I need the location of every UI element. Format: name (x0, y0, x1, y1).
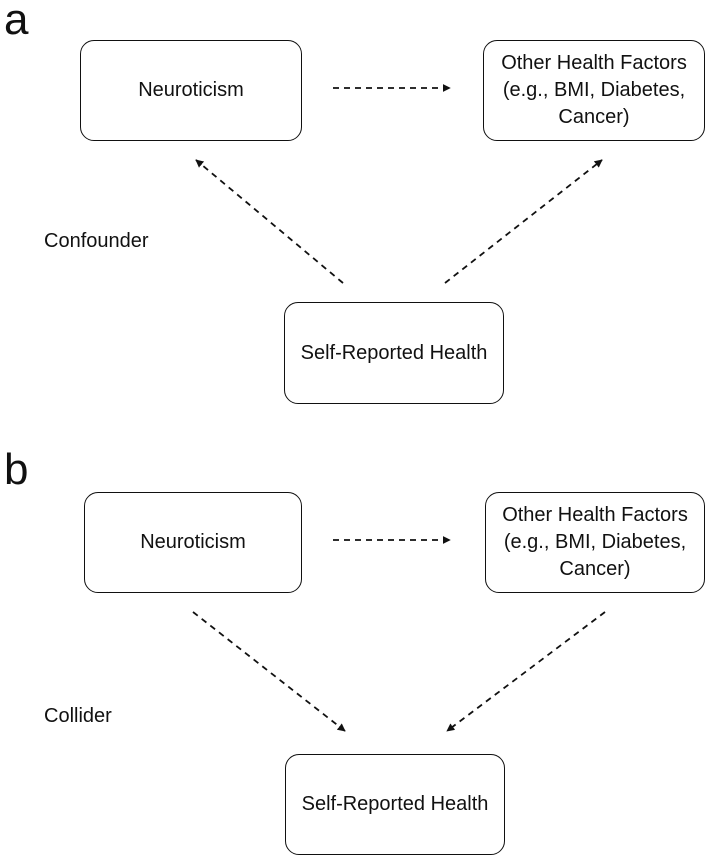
node-a-other-factors-line-3: Cancer) (558, 106, 630, 128)
arrow-b-neuroticism-to-health (192, 611, 346, 732)
node-a-self-reported-health-label: Self-Reported Health (300, 341, 488, 364)
side-label-confounder: Confounder (44, 230, 149, 252)
arrow-a-health-to-other-factors (444, 159, 603, 284)
node-b-other-factors-line-2: (e.g., BMI, Diabetes, (503, 531, 687, 553)
node-a-other-factors-line-1: Other Health Factors (501, 52, 687, 74)
panel-letter-b: b (4, 445, 29, 494)
arrow-b-other-factors-to-health (446, 611, 606, 732)
node-a-neuroticism: Neuroticism (80, 40, 302, 141)
node-b-other-factors-line-3: Cancer) (559, 558, 631, 580)
arrow-a-health-to-neuroticism (195, 159, 344, 284)
node-b-neuroticism-label: Neuroticism (140, 531, 246, 553)
side-label-collider: Collider (44, 705, 112, 727)
node-a-neuroticism-label: Neuroticism (138, 79, 244, 101)
node-b-other-health-factors: Other Health Factors (e.g., BMI, Diabete… (485, 492, 705, 593)
node-b-neuroticism: Neuroticism (84, 492, 302, 593)
node-b-self-reported-health: Self-Reported Health (285, 754, 505, 855)
node-a-self-reported-health: Self-Reported Health (284, 302, 504, 404)
node-b-self-reported-health-label: Self-Reported Health (301, 793, 489, 815)
panel-letter-a: a (4, 0, 29, 44)
node-a-other-health-factors: Other Health Factors (e.g., BMI, Diabete… (483, 40, 705, 141)
node-a-other-factors-line-2: (e.g., BMI, Diabetes, (502, 79, 686, 101)
node-b-other-factors-line-1: Other Health Factors (502, 504, 688, 526)
